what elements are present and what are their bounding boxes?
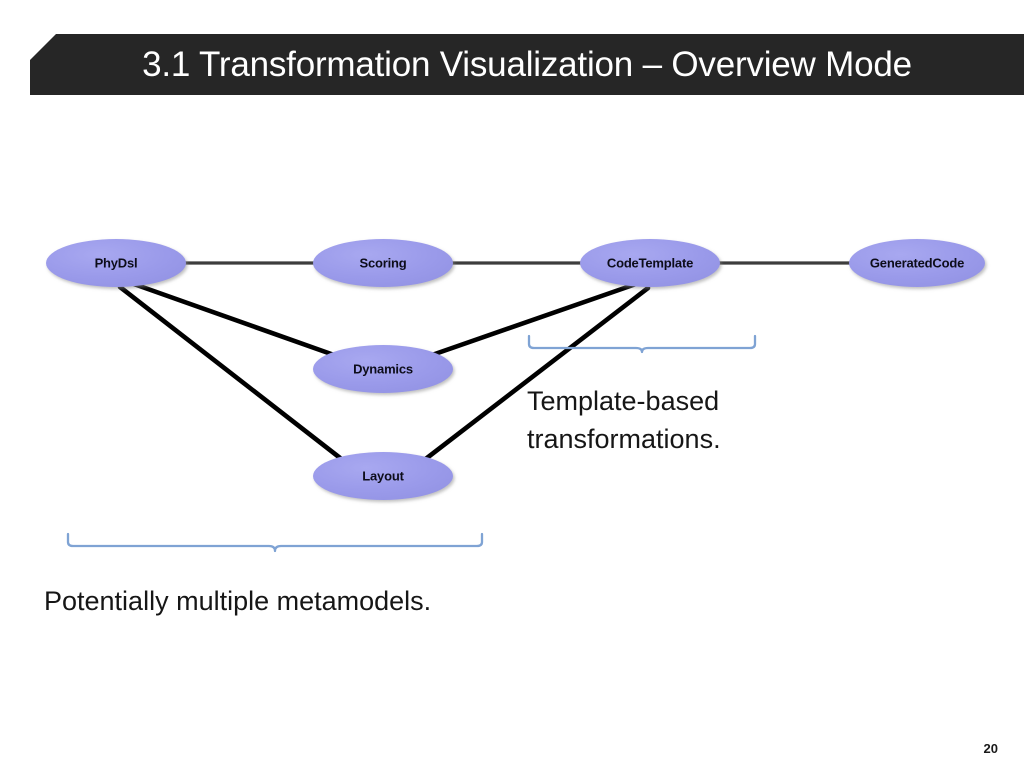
edge-phydsl-dynamics xyxy=(128,280,337,358)
page-title: 3.1 Transformation Visualization – Overv… xyxy=(142,44,912,84)
graph-nodes xyxy=(46,239,985,500)
node-phydsl[interactable] xyxy=(46,239,186,287)
node-codetemplate[interactable] xyxy=(580,239,720,287)
brace-template-based xyxy=(527,334,757,354)
edge-codetemplate-layout xyxy=(420,285,651,464)
graph-edges-diagonal xyxy=(117,280,651,464)
annotation-braces xyxy=(66,334,757,553)
brace-metamodels xyxy=(66,532,484,553)
node-generatedcode[interactable] xyxy=(849,239,985,287)
node-dynamics[interactable] xyxy=(313,345,453,393)
node-layout[interactable] xyxy=(313,452,453,500)
title-banner xyxy=(30,34,1024,95)
node-scoring[interactable] xyxy=(313,239,453,287)
annotation-template-based: Template-based transformations. xyxy=(527,386,721,455)
edge-phydsl-layout xyxy=(117,284,347,464)
annotation-metamodels: Potentially multiple metamodels. xyxy=(44,586,432,616)
page-number: 20 xyxy=(983,741,998,756)
edge-codetemplate-dynamics xyxy=(429,281,639,358)
